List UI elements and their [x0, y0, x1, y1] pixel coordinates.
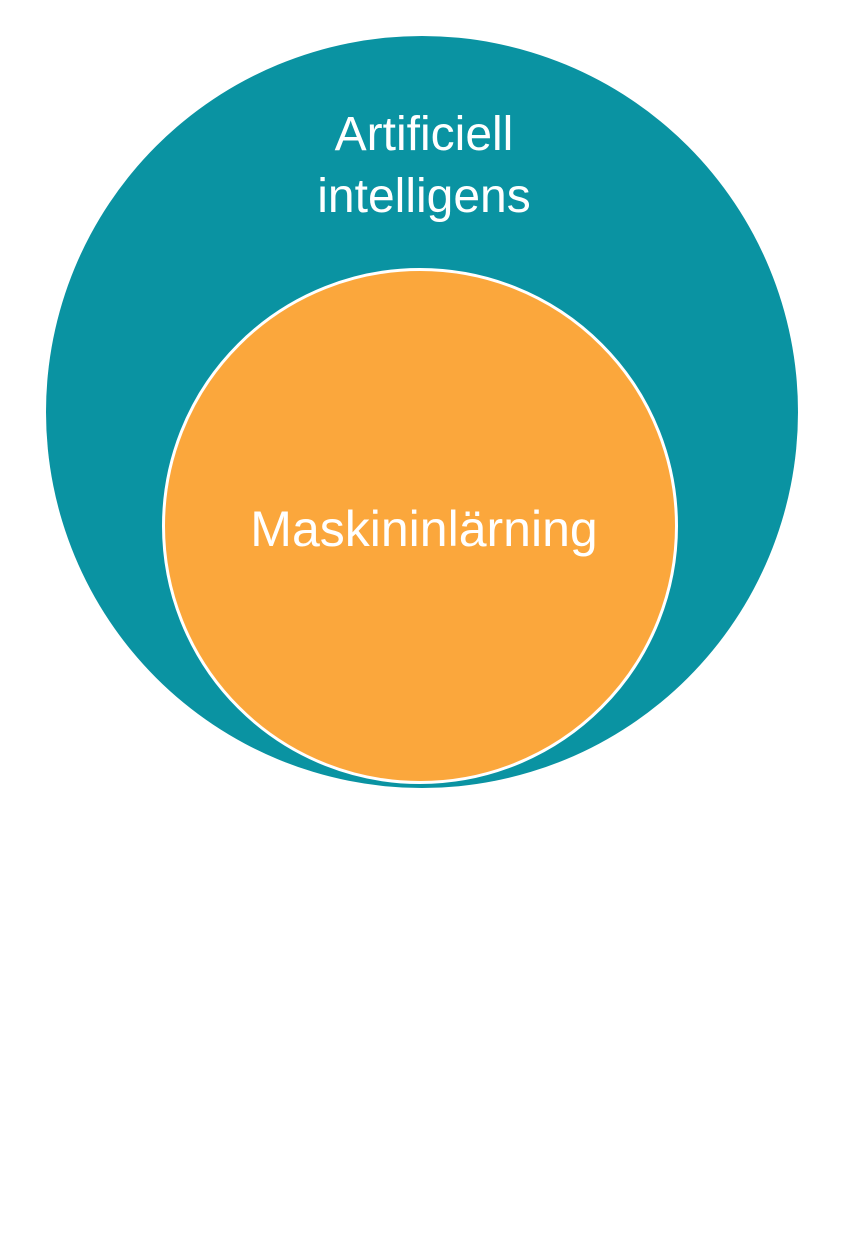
machine-learning-label: Maskininlärning [250, 501, 598, 557]
artificial-intelligence-label: Artificiell intelligens [0, 104, 848, 228]
machine-learning-circle [162, 268, 678, 784]
outer-label-line1: Artificiell [334, 108, 514, 161]
outer-label-line2: intelligens [317, 170, 531, 223]
